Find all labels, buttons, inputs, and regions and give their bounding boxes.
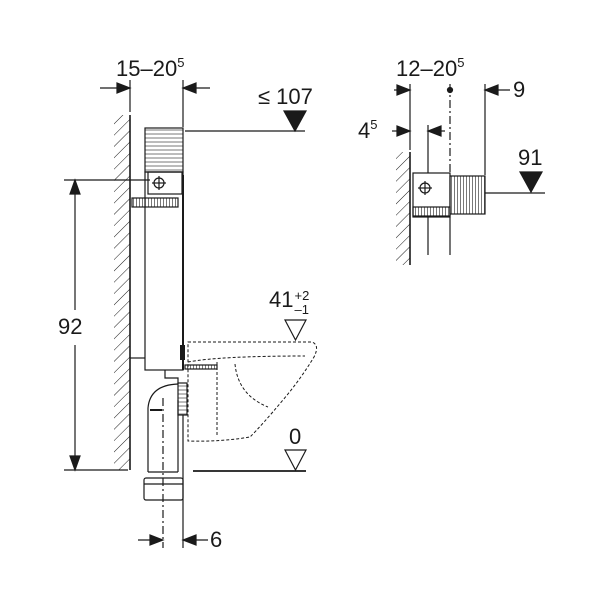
wall-bolt	[184, 364, 218, 370]
dimension-92	[64, 178, 150, 472]
label-height-91: 91	[518, 145, 543, 170]
label-offset-4-5: 45	[358, 117, 378, 143]
level-41	[284, 319, 307, 342]
right-wall	[396, 152, 411, 265]
label-installation-depth-left: 15–205	[116, 55, 185, 81]
dimension-15-20	[100, 80, 210, 127]
label-floor-level: 0	[289, 424, 302, 449]
label-installation-depth-right: 12–205	[396, 55, 465, 81]
right-frame-detail	[412, 172, 486, 255]
label-offset-9: 9	[513, 77, 526, 102]
left-wall	[114, 115, 131, 470]
level-107	[185, 110, 308, 133]
frame	[130, 127, 185, 371]
dimension-12-20	[394, 84, 510, 175]
floor-level	[193, 449, 307, 472]
drain-pipe	[143, 370, 188, 548]
toilet-bowl-outline	[187, 341, 318, 442]
label-frame-height: 92	[58, 314, 83, 339]
label-bowl-height: 41+2–1	[269, 287, 310, 317]
dimension-6	[138, 534, 208, 546]
label-max-height: ≤ 107	[258, 84, 313, 109]
level-91	[485, 171, 545, 194]
label-pipe-offset: 6	[210, 527, 223, 552]
dimension-4-5	[392, 125, 445, 173]
